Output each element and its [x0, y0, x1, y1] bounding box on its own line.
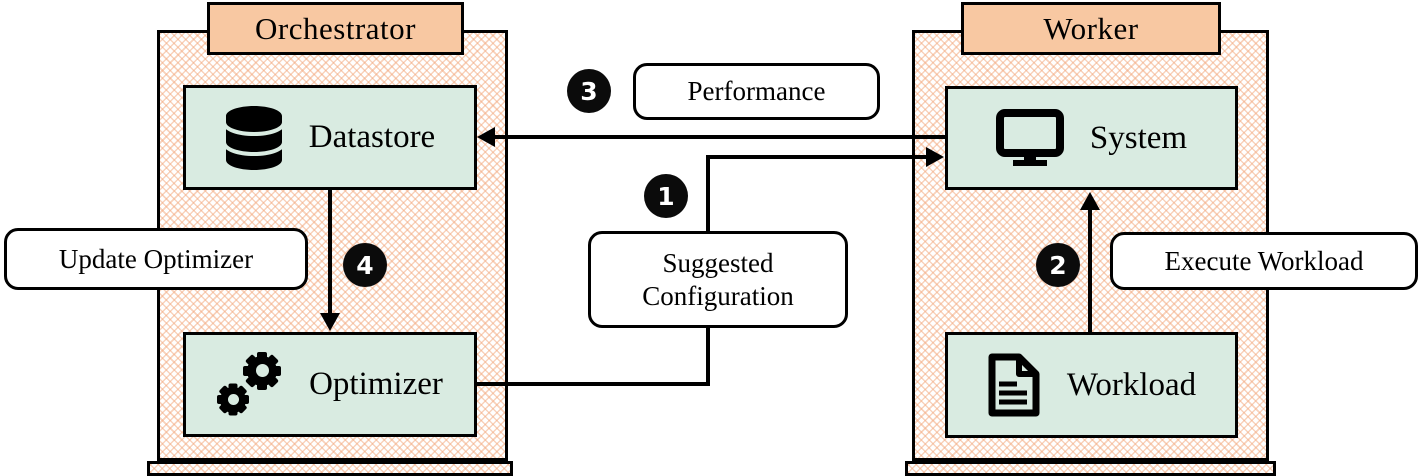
worker-stack-strip [905, 461, 1276, 476]
datastore-node: Datastore [183, 85, 477, 190]
arrow-execute-line [1088, 207, 1092, 332]
database-icon [225, 105, 283, 170]
orchestrator-stack-strip [147, 461, 513, 476]
system-label: System [1089, 119, 1188, 156]
step-badge-3: 3 [567, 69, 611, 113]
step-badge-3-number: 3 [580, 76, 598, 106]
arrow-performance-head [477, 127, 495, 147]
arrow-config-head [926, 147, 944, 167]
orchestrator-header: Orchestrator [207, 2, 464, 55]
gears-icon [217, 351, 283, 418]
arrow-update-head [320, 313, 340, 331]
execute-workload-callout: Execute Workload [1110, 232, 1418, 290]
arrow-execute-head [1080, 192, 1100, 210]
document-icon [987, 352, 1041, 418]
arrow-config-segment-top [706, 155, 928, 159]
arrow-config-segment-bottom [477, 382, 710, 386]
update-optimizer-callout: Update Optimizer [4, 228, 308, 290]
step-badge-2: 2 [1036, 243, 1080, 287]
workload-label: Workload [1066, 366, 1197, 403]
suggested-configuration-line2: Configuration [642, 280, 794, 311]
monitor-icon [995, 109, 1064, 167]
orchestrator-title: Orchestrator [255, 10, 416, 46]
performance-label: Performance [687, 76, 826, 107]
step-badge-4: 4 [343, 243, 387, 287]
worker-header: Worker [961, 2, 1221, 55]
suggested-configuration-callout: Suggested Configuration [588, 231, 848, 328]
workload-node: Workload [945, 332, 1238, 438]
step-badge-2-number: 2 [1049, 250, 1067, 280]
worker-title: Worker [1043, 10, 1139, 46]
datastore-label: Datastore [308, 119, 436, 155]
arrow-update-line [328, 190, 332, 316]
performance-callout: Performance [633, 63, 880, 120]
execute-workload-label: Execute Workload [1164, 245, 1364, 276]
step-badge-4-number: 4 [356, 250, 374, 280]
step-badge-1-number: 1 [657, 181, 675, 211]
step-badge-1: 1 [644, 174, 688, 218]
optimizer-node: Optimizer [183, 332, 477, 437]
arrow-performance-line [490, 135, 945, 139]
optimizer-label: Optimizer [309, 366, 443, 402]
suggested-configuration-line1: Suggested [662, 247, 774, 278]
system-node: System [945, 86, 1238, 190]
update-optimizer-label: Update Optimizer [58, 243, 254, 274]
